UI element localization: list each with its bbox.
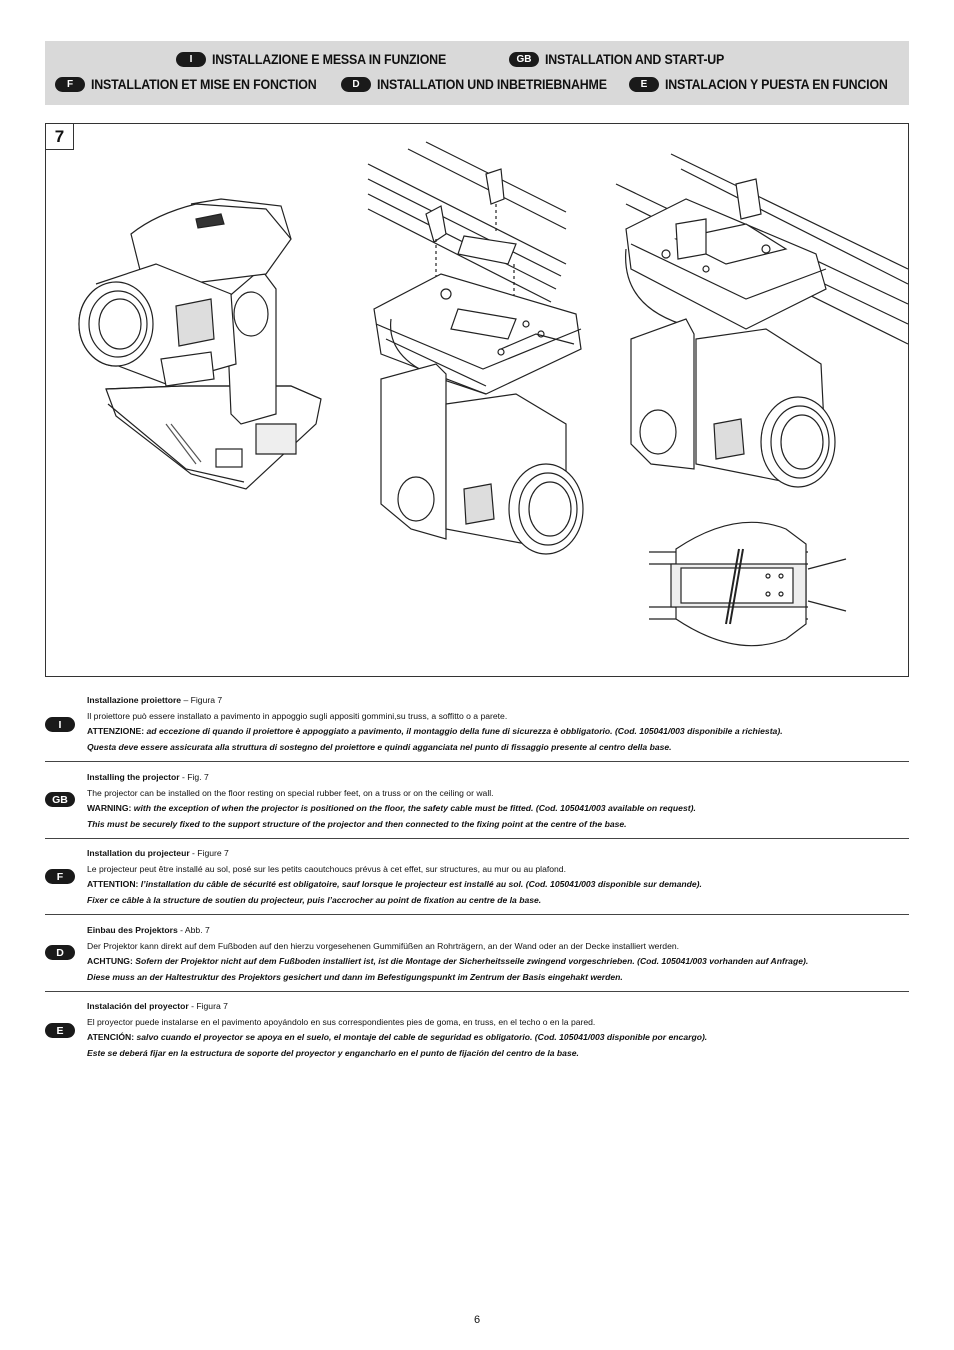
header-title-fr: INSTALLATION ET MISE EN FONCTION [91, 77, 317, 92]
projector-truss-clamp-illustration [367, 141, 584, 555]
section-text-fr: Installation du projecteur - Figure 7 Le… [87, 846, 909, 908]
section-badge-de: D [45, 945, 75, 960]
header-item-fr: F INSTALLATION ET MISE EN FONCTION [55, 77, 336, 92]
section-warning-es: ATENCIÓN: salvo cuando el proyector se a… [87, 1032, 708, 1042]
header-item-it: I INSTALLAZIONE E MESSA IN FUNZIONE [176, 52, 466, 67]
lang-badge-it: I [176, 52, 206, 67]
section-body-it: Il proiettore può essere installato a pa… [87, 710, 508, 721]
section-warning-gb-2: This must be securely fixed to the suppo… [87, 818, 627, 829]
section-text-de: Einbau des Projektors - Abb. 7 Der Proje… [87, 923, 909, 985]
top-view-detail-illustration [649, 521, 847, 647]
projector-floor-illustration [78, 198, 322, 490]
lang-badge-fr: F [55, 77, 85, 92]
header-title-de: INSTALLATION UND INBETRIEBNAHME [377, 77, 607, 92]
section-warning-de-2: Diese muss an der Haltestruktur des Proj… [87, 971, 623, 982]
page-number: 6 [473, 1314, 481, 1326]
section-de: D Einbau des Projektors - Abb. 7 Der Pro… [45, 914, 909, 991]
lang-badge-es: E [629, 77, 659, 92]
section-body-de: Der Projektor kann direkt auf dem Fußbod… [87, 940, 680, 951]
section-warning-it-2: Questa deve essere assicurata alla strut… [87, 741, 672, 752]
section-body-es: El proyector puede instalarse en el pavi… [87, 1016, 596, 1027]
section-heading-gb: Installing the projector - Fig. 7 [87, 772, 209, 782]
header-item-es: E INSTALACION Y PUESTA EN FUNCION [629, 77, 907, 92]
figure-illustration [78, 141, 908, 647]
header-item-de: D INSTALLATION UND INBETRIEBNAHME [341, 77, 627, 92]
lang-badge-de: D [341, 77, 371, 92]
section-heading-fr: Installation du projecteur - Figure 7 [87, 848, 229, 858]
header-title-es: INSTALACION Y PUESTA EN FUNCION [665, 77, 888, 92]
section-badge-es: E [45, 1023, 75, 1038]
figure-number: 7 [46, 124, 74, 150]
section-warning-es-2: Este se deberá fijar en la estructura de… [87, 1047, 579, 1058]
section-body-fr: Le projecteur peut être installé au sol,… [87, 863, 566, 874]
section-gb: GB Installing the projector - Fig. 7 The… [45, 761, 909, 838]
section-badge-gb: GB [45, 792, 75, 807]
section-warning-de: ACHTUNG: Sofern der Projektor nicht auf … [87, 956, 809, 966]
section-warning-fr: ATTENTION: l’installation du câble de sé… [87, 879, 702, 889]
figure-7: 7 [45, 123, 909, 677]
section-badge-fr: F [45, 869, 75, 884]
section-badge-it: I [45, 717, 75, 732]
section-text-gb: Installing the projector - Fig. 7 The pr… [87, 770, 909, 832]
header-title-gb: INSTALLATION AND START-UP [545, 52, 725, 67]
section-warning-it: ATTENZIONE: ad eccezione di quando il pr… [87, 726, 783, 736]
section-es: E Instalación del proyector - Figura 7 E… [45, 991, 909, 1072]
section-heading-de: Einbau des Projektors - Abb. 7 [87, 925, 210, 935]
lang-badge-gb: GB [509, 52, 539, 67]
section-body-gb: The projector can be installed on the fl… [87, 787, 494, 798]
section-text-it: Installazione proiettore – Figura 7 Il p… [87, 693, 909, 755]
section-warning-fr-2: Fixer ce câble à la structure de soutien… [87, 894, 542, 905]
header-title-it: INSTALLAZIONE E MESSA IN FUNZIONE [212, 52, 447, 67]
section-header: I INSTALLAZIONE E MESSA IN FUNZIONE GB I… [45, 41, 909, 105]
section-text-es: Instalación del proyector - Figura 7 El … [87, 999, 909, 1061]
section-heading-es: Instalación del proyector - Figura 7 [87, 1001, 228, 1011]
section-warning-gb: WARNING: with the exception of when the … [87, 803, 696, 813]
section-fr: F Installation du projecteur - Figure 7 … [45, 838, 909, 914]
section-it: I Installazione proiettore – Figura 7 Il… [45, 690, 909, 760]
projector-truss-mounted-illustration [615, 153, 908, 488]
section-heading-it: Installazione proiettore – Figura 7 [87, 695, 223, 705]
header-item-gb: GB INSTALLATION AND START-UP [509, 52, 740, 67]
